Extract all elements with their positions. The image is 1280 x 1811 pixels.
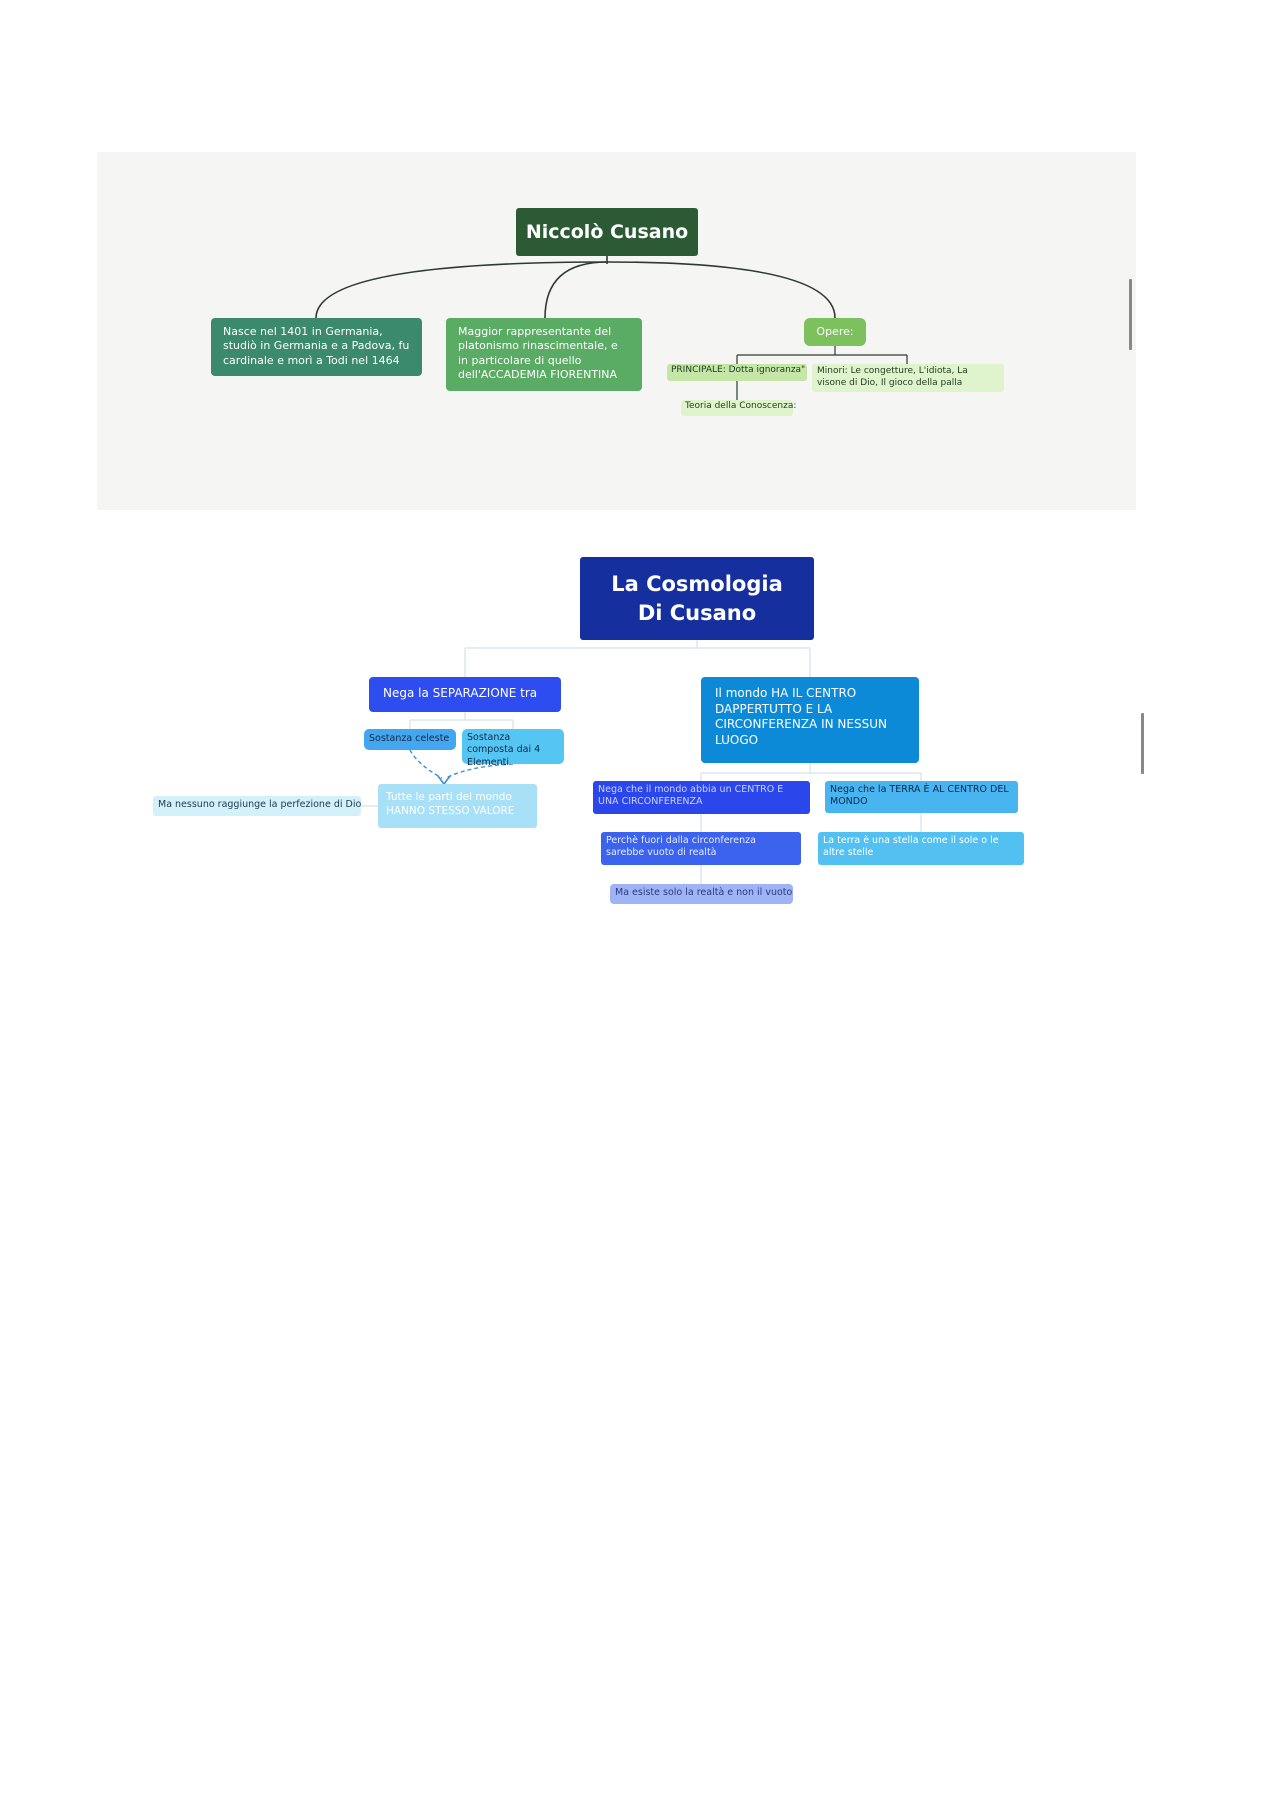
connector-separation-children <box>409 712 514 729</box>
node-god-perfection[interactable]: Ma nessuno raggiunge la perfezione di Di… <box>153 796 361 816</box>
node-works-main[interactable]: PRINCIPALE: Dotta ignoranza" <box>667 364 807 381</box>
node-representative[interactable]: Maggior rappresentante del platonismo ri… <box>446 318 642 391</box>
node-composed-substance[interactable]: Sostanza composta dai 4 Elementi <box>462 729 564 768</box>
node-knowledge-theory[interactable]: Teoria della Conoscenza: <box>681 400 796 416</box>
map2-scrollbar[interactable] <box>1141 713 1144 774</box>
connector-world-children <box>700 763 922 781</box>
node-earth-star[interactable]: La terra è una stella come il sole o le … <box>818 832 1024 865</box>
node-works-minor[interactable]: Minori: Le congetture, L'idiota, La viso… <box>812 364 1004 392</box>
node-denies-separation[interactable]: Nega la SEPARAZIONE tra <box>369 677 561 712</box>
node-birth[interactable]: Nasce nel 1401 in Germania, studiò in Ge… <box>211 318 422 376</box>
connector-root2-branches <box>464 640 811 677</box>
arrowhead-same-value <box>437 775 451 786</box>
map2-root-node[interactable]: La Cosmologia Di Cusano <box>580 557 814 640</box>
node-same-value[interactable]: Tutte le parti del mondo HANNO STESSO VA… <box>378 784 537 828</box>
node-world-center[interactable]: Il mondo HA IL CENTRO DAPPERTUTTO E LA C… <box>701 677 919 763</box>
map1-scrollbar[interactable] <box>1129 279 1132 350</box>
node-denies-earth-center[interactable]: Nega che la TERRA È AL CENTRO DEL MONDO <box>825 781 1018 813</box>
dashed-arrow-celestial <box>409 749 443 779</box>
node-only-reality[interactable]: Ma esiste solo la realtà e non il vuoto <box>610 884 793 904</box>
node-celestial-substance[interactable]: Sostanza celeste <box>364 729 456 750</box>
node-denies-center[interactable]: Nega che il mondo abbia un CENTRO E UNA … <box>593 781 810 814</box>
node-outside-void[interactable]: Perchè fuori dalla circonferenza sarebbe… <box>601 832 801 865</box>
map1-root-node[interactable]: Niccolò Cusano <box>516 208 698 256</box>
node-works[interactable]: Opere: <box>804 318 866 346</box>
